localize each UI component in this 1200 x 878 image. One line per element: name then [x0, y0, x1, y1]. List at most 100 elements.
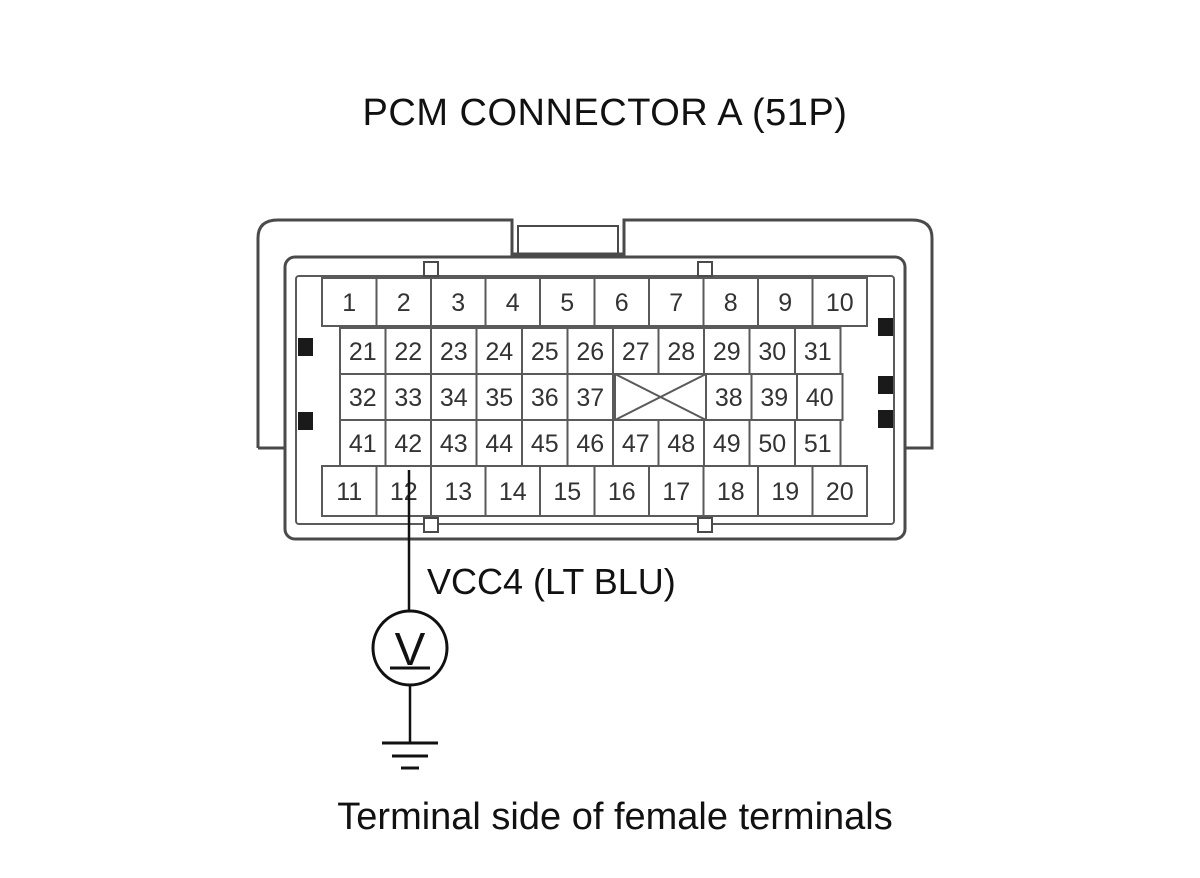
pin-terminal: 28 — [657, 327, 705, 375]
pin-terminal: 12 — [375, 465, 432, 517]
pin-terminal: 26 — [566, 327, 614, 375]
pin-number: 21 — [349, 338, 377, 366]
pin-cell — [811, 277, 868, 327]
pin-cell — [539, 277, 596, 327]
pin-terminal: 38 — [705, 373, 753, 421]
diagram-footnote: Terminal side of female terminals — [337, 796, 893, 838]
pin-cell — [566, 419, 614, 467]
pin-terminal: 51 — [794, 419, 842, 467]
pin-terminal: 42 — [384, 419, 432, 467]
diagram-title: PCM CONNECTOR A (51P) — [362, 92, 848, 134]
pin-terminal: 20 — [811, 465, 868, 517]
pin-terminal: 8 — [702, 277, 759, 327]
pin-terminal: 37 — [566, 373, 614, 421]
pin-number: 35 — [485, 384, 513, 412]
pin-terminal: 43 — [430, 419, 478, 467]
pin-terminal: 35 — [475, 373, 523, 421]
pin-cell — [794, 419, 842, 467]
pin-terminal: 3 — [430, 277, 487, 327]
pin-terminal: 33 — [384, 373, 432, 421]
pin-cell — [811, 465, 868, 517]
pin-terminal: 7 — [648, 277, 705, 327]
pin-terminal: 22 — [384, 327, 432, 375]
pin-terminal: 40 — [796, 373, 844, 421]
pin-terminal: 50 — [748, 419, 796, 467]
pin-cell — [566, 373, 614, 421]
pin-terminal: 45 — [521, 419, 569, 467]
pin-number: 37 — [576, 384, 604, 412]
blocked-cavity — [614, 373, 707, 421]
pin-terminal: 19 — [757, 465, 814, 517]
voltmeter-symbol: V — [395, 623, 426, 675]
pin-terminal: 36 — [521, 373, 569, 421]
lock-tab — [878, 410, 893, 428]
pin-number: 36 — [531, 384, 559, 412]
key-notch — [697, 261, 713, 277]
pin-number: 27 — [622, 338, 650, 366]
pin-terminal: 47 — [612, 419, 660, 467]
lock-tab — [878, 376, 893, 394]
pin-number: 50 — [758, 430, 786, 458]
pin-cell — [657, 419, 705, 467]
connector-cavity — [295, 275, 895, 525]
pin-terminal: 13 — [430, 465, 487, 517]
pin-cell — [321, 465, 378, 517]
pin-terminal: 1 — [321, 277, 378, 327]
pin-number: 14 — [499, 478, 527, 506]
pin-terminal: 27 — [612, 327, 660, 375]
pin-terminal: 16 — [593, 465, 650, 517]
pin-terminal: 29 — [703, 327, 751, 375]
pin-cell — [593, 465, 650, 517]
pin-number: 5 — [560, 289, 574, 317]
pin-number: 9 — [778, 289, 792, 317]
pin-number: 12 — [390, 478, 418, 506]
connector-body — [283, 255, 907, 541]
pin-number: 22 — [394, 338, 422, 366]
pin-number: 13 — [444, 478, 472, 506]
pin-terminal: 25 — [521, 327, 569, 375]
pin-terminal: 48 — [657, 419, 705, 467]
pin-cell — [484, 277, 541, 327]
pin-number: 6 — [615, 289, 629, 317]
pin-cell — [705, 373, 753, 421]
wire-label: VCC4 (LT BLU) — [427, 561, 676, 602]
key-notch — [697, 517, 713, 533]
pin-cell — [375, 465, 432, 517]
lock-tab — [878, 318, 893, 336]
ground-icon — [382, 741, 438, 770]
pin-cell — [593, 277, 650, 327]
pin-cell — [703, 419, 751, 467]
pin-number: 26 — [576, 338, 604, 366]
pin-cell — [648, 277, 705, 327]
pin-number: 23 — [440, 338, 468, 366]
pin-terminal: 39 — [750, 373, 798, 421]
pin-number: 30 — [758, 338, 786, 366]
pin-terminal: 17 — [648, 465, 705, 517]
pin-cell — [475, 419, 523, 467]
pin-terminal: 2 — [375, 277, 432, 327]
pin-terminal: 10 — [811, 277, 868, 327]
pin-number: 8 — [724, 289, 738, 317]
pin-number: 42 — [394, 430, 422, 458]
key-notch — [423, 517, 439, 533]
pin-cell — [430, 277, 487, 327]
pin-cell — [702, 465, 759, 517]
pin-number: 44 — [485, 430, 513, 458]
lock-tab — [298, 338, 313, 356]
pin-number: 33 — [394, 384, 422, 412]
pin-number: 41 — [349, 430, 377, 458]
pin-terminal: 34 — [430, 373, 478, 421]
pin-number: 4 — [506, 289, 520, 317]
pin-number: 29 — [713, 338, 741, 366]
pin-number: 15 — [553, 478, 581, 506]
pin-number: 1 — [342, 289, 356, 317]
pin-number: 51 — [804, 430, 832, 458]
pin-number: 18 — [717, 478, 745, 506]
pin-number: 16 — [608, 478, 636, 506]
pin-cell — [612, 327, 660, 375]
pin-terminal: 18 — [702, 465, 759, 517]
pin-number: 17 — [662, 478, 690, 506]
pin-number: 7 — [669, 289, 683, 317]
pin-number: 25 — [531, 338, 559, 366]
